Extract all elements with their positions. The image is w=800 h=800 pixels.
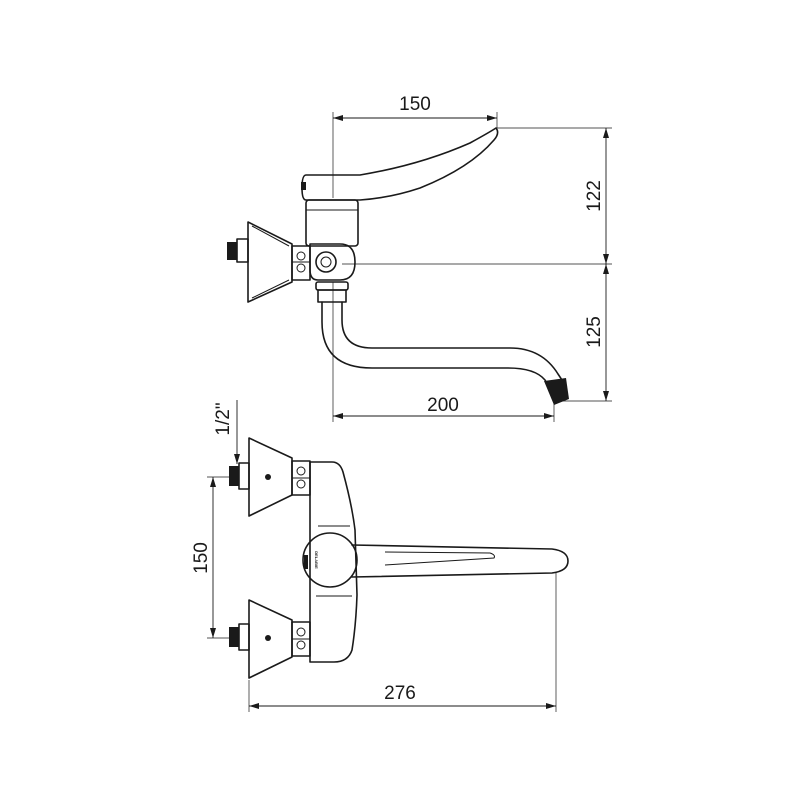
dim-label-thread-size: 1/2"	[213, 402, 234, 435]
side-view-lever-handle	[301, 127, 499, 201]
dim-thread-size: 1/2"	[213, 400, 240, 464]
front-view: DELABIE 1/2" 150 276	[191, 400, 569, 712]
dim-label-inlet-spacing: 150	[191, 542, 212, 574]
dim-spout-reach: 200	[332, 282, 555, 422]
dim-label-top-height-upper: 122	[584, 180, 605, 212]
dim-inlet-spacing: 150	[191, 476, 232, 639]
dim-top-height-lower: 125	[560, 264, 612, 402]
side-view-inlet	[227, 221, 311, 303]
side-view: 150 122 125 200	[227, 94, 612, 422]
side-view-body	[305, 199, 359, 281]
dim-overall-width: 276	[248, 573, 557, 712]
side-view-spout	[315, 281, 569, 405]
front-view-lower-inlet	[229, 599, 311, 679]
dim-top-width: 150	[332, 94, 498, 198]
dim-top-height-upper: 122	[342, 127, 612, 265]
front-view-body: DELABIE	[302, 461, 569, 663]
dim-label-top-height-lower: 125	[584, 316, 605, 348]
dim-label-overall-width: 276	[384, 683, 416, 704]
dim-label-top-width: 150	[399, 94, 431, 115]
front-view-brand: DELABIE	[314, 551, 319, 569]
front-view-upper-inlet	[229, 437, 311, 517]
dim-label-spout-reach: 200	[427, 395, 459, 416]
